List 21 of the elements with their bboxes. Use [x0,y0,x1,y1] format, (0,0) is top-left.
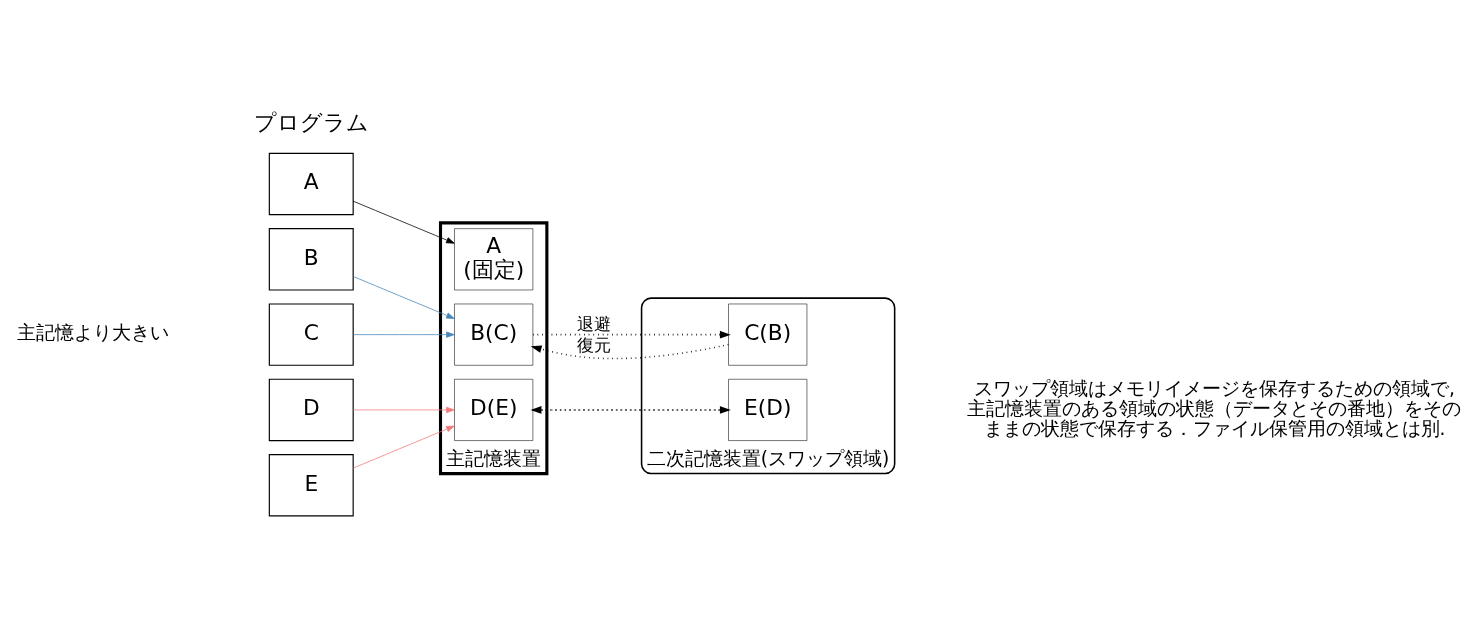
edge-label: 復元 [577,334,612,355]
label: プログラム [253,109,369,135]
node-box: C(B) [728,303,808,366]
arrow [352,406,455,413]
arrow [352,425,455,468]
arrow [352,200,455,244]
node-box: B [268,227,354,291]
node-box: C [268,302,354,366]
node-box: A [268,152,354,215]
label: 主記憶より大きい [17,321,170,343]
arrow [352,275,455,319]
node-box: D [268,378,354,441]
edge-label: 退避 [577,313,612,334]
arrow [352,331,455,338]
node-box: B(C) [454,303,534,366]
label: スワップ領域はメモリイメージを保存するための領域で,主記憶装置のある領域の状態（データとその番地）をそのままの状態で保存する．ファイル保管用の領域とは別. [967,377,1462,439]
node-box: D(E) [454,378,534,441]
arrow [532,330,731,338]
node-box: A (固定) [454,227,534,290]
node-box: E(D) [728,378,808,441]
node-box: E [268,453,354,516]
